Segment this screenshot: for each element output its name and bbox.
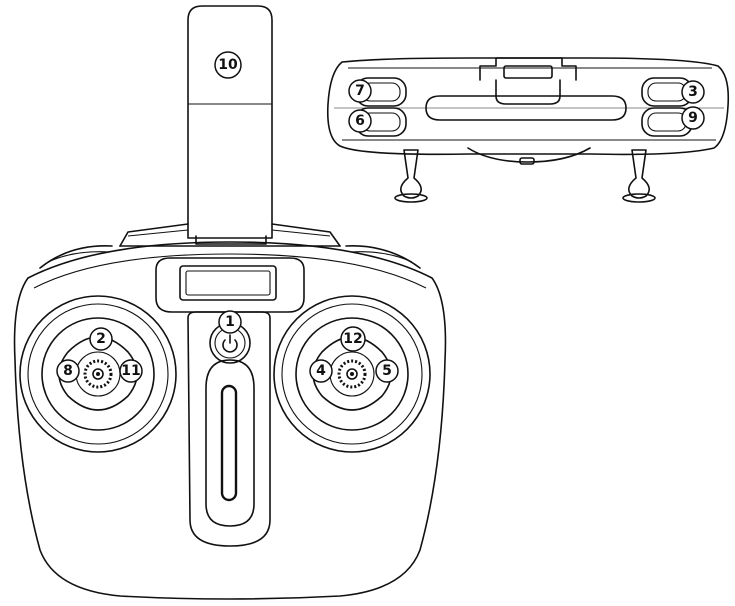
- callout-3: 3: [681, 80, 705, 104]
- callout-label: 6: [355, 113, 365, 129]
- callout-label: 8: [63, 363, 73, 379]
- callout-2: 2: [89, 327, 113, 351]
- callout-label: 12: [343, 331, 362, 347]
- callout-12: 12: [340, 326, 366, 352]
- callout-label: 7: [355, 83, 365, 99]
- callout-4: 4: [309, 359, 333, 383]
- callout-1: 1: [218, 310, 242, 334]
- callout-11: 11: [119, 359, 143, 383]
- callout-label: 5: [382, 363, 392, 379]
- right-stick-top: [622, 149, 656, 203]
- callout-label: 10: [218, 57, 238, 73]
- power-icon: [222, 339, 238, 353]
- callout-label: 3: [688, 84, 698, 100]
- left-stick-area[interactable]: [19, 295, 177, 453]
- callout-label: 4: [316, 363, 326, 379]
- callout-label: 11: [121, 363, 140, 379]
- callout-label: 1: [225, 314, 235, 330]
- left-stick-top: [394, 149, 428, 203]
- controller-front-view: [13, 5, 447, 600]
- callout-10: 10: [214, 51, 242, 79]
- phone-holder: [187, 5, 273, 245]
- callout-label: 2: [96, 331, 106, 347]
- right-stick-area[interactable]: [273, 295, 431, 453]
- callout-7: 7: [348, 79, 372, 103]
- top-shell: [39, 223, 421, 269]
- right-shoulder-buttons[interactable]: [641, 77, 693, 137]
- callout-6: 6: [348, 109, 372, 133]
- callout-5: 5: [375, 359, 399, 383]
- center-strip: [187, 311, 271, 547]
- controller-top-view: [326, 57, 730, 203]
- controller-body: [13, 241, 447, 600]
- callout-label: 9: [688, 110, 698, 126]
- status-display: [155, 257, 305, 313]
- callout-8: 8: [56, 359, 80, 383]
- callout-9: 9: [681, 106, 705, 130]
